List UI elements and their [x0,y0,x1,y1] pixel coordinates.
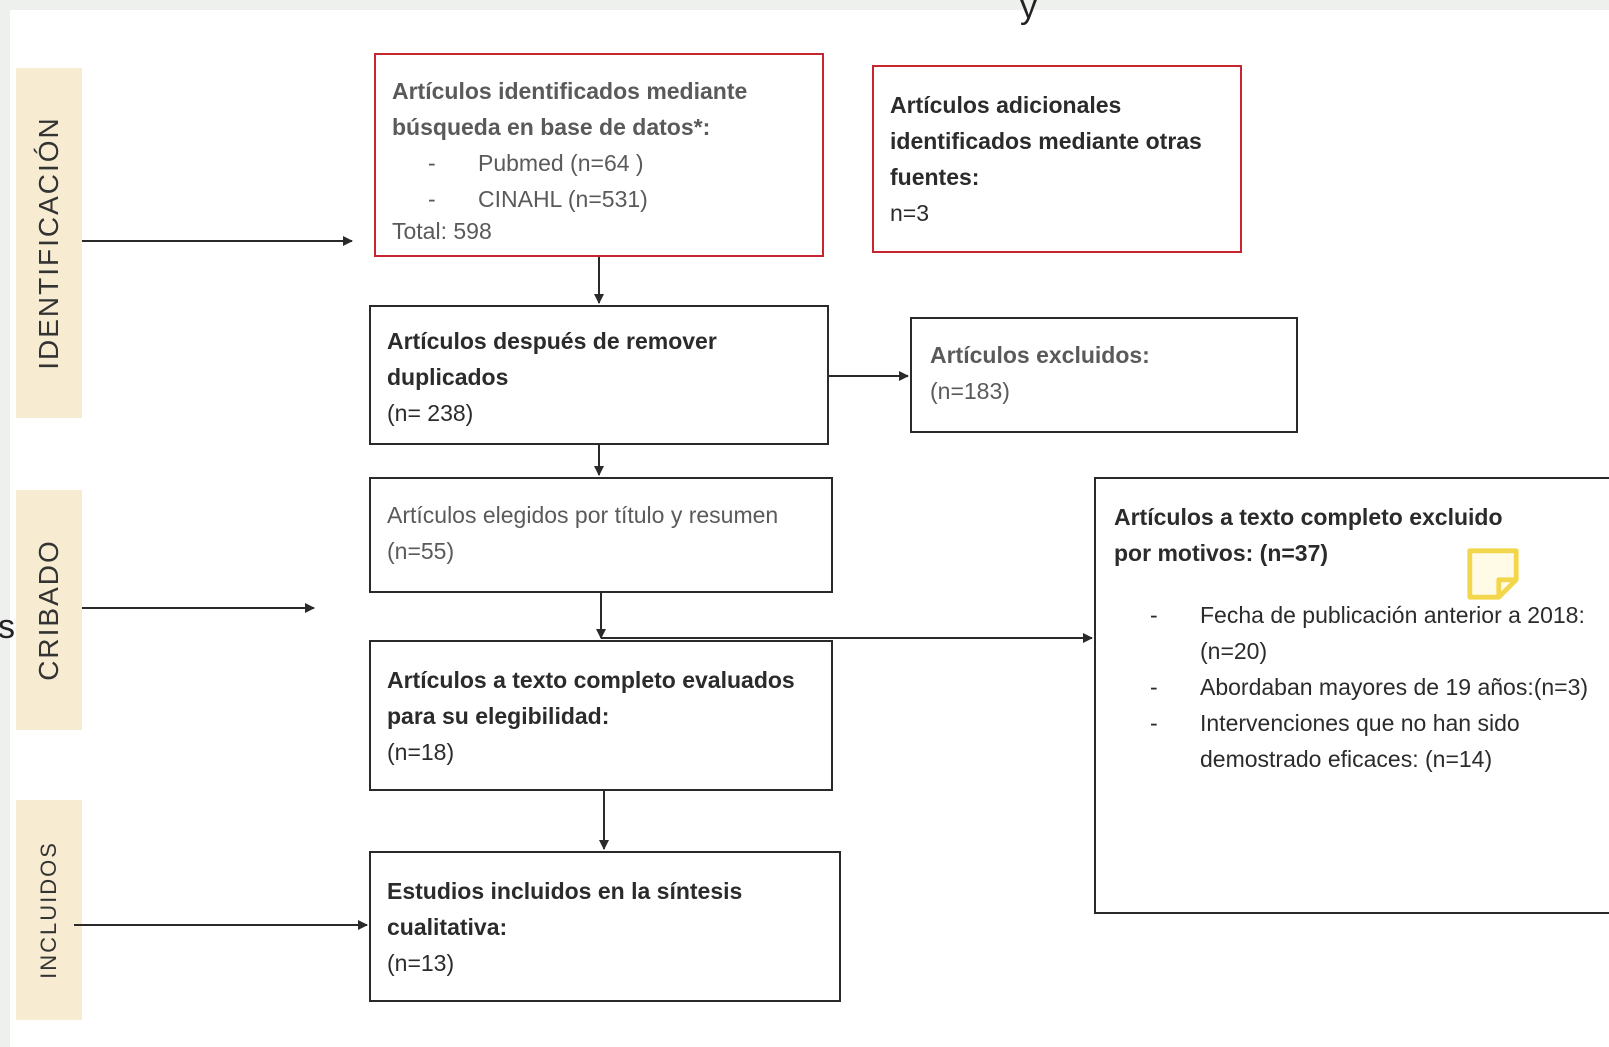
after-duplicates-title: Artículos después de remover duplicados [387,328,717,390]
identified-db-total: Total: 598 [392,218,492,244]
other-sources-title: Artículos adicionales identificados medi… [890,92,1202,190]
included-title: Estudios incluidos en la síntesis cualit… [387,878,743,940]
box-after-duplicates: Artículos después de remover duplicados … [369,305,829,445]
reason-item-date: Fecha de publicación anterior a 2018: (n… [1114,597,1593,669]
title-abstract-title: Artículos elegidos por título y resumen [387,502,779,528]
exclusion-reasons-list: Fecha de publicación anterior a 2018: (n… [1114,597,1593,777]
stage-incluidos: INCLUIDOS [16,800,82,1020]
box-excluded: Artículos excluidos: (n=183) [910,317,1298,433]
excluded-count: (n=183) [930,378,1010,404]
reason-item-age: Abordaban mayores de 19 años:(n=3) [1114,669,1593,705]
identified-db-title-line1: Artículos identificados mediante [392,78,748,104]
box-fulltext-excluded: Artículos a texto completo excluido por … [1094,477,1609,914]
edge-letter-left: s [0,608,15,646]
title-abstract-count: (n=55) [387,538,455,564]
fulltext-assessed-count: (n=18) [387,739,455,765]
other-sources-count: n=3 [890,200,930,226]
database-item-pubmed: Pubmed (n=64 ) [392,145,806,181]
box-title-abstract: Artículos elegidos por título y resumen … [369,477,833,593]
fulltext-excluded-title: Artículos a texto completo excluido por … [1114,504,1503,566]
box-fulltext-assessed: Artículos a texto completo evaluados par… [369,640,833,791]
stage-cribado: CRIBADO [16,490,82,730]
fulltext-assessed-title: Artículos a texto completo evaluados par… [387,667,795,729]
box-identified-other-sources: Artículos adicionales identificados medi… [872,65,1242,253]
reason-item-ineffective: Intervenciones que no han sido demostrad… [1114,705,1593,777]
identified-db-title-line2: búsqueda en base de datos*: [392,114,711,140]
edge-letter-top: y [1020,0,1037,26]
stage-identificacion: IDENTIFICACIÓN [16,68,82,418]
database-item-cinahl: CINAHL (n=531) [392,181,806,217]
excluded-title: Artículos excluidos: [930,342,1150,368]
after-duplicates-count: (n= 238) [387,400,474,426]
box-included: Estudios incluidos en la síntesis cualit… [369,851,841,1002]
flow-arrows [74,236,1093,930]
sticky-note-icon [1467,548,1519,600]
database-list: Pubmed (n=64 ) CINAHL (n=531) [392,145,806,217]
box-identified-databases: Artículos identificados mediante búsqued… [374,53,824,257]
included-count: (n=13) [387,950,455,976]
